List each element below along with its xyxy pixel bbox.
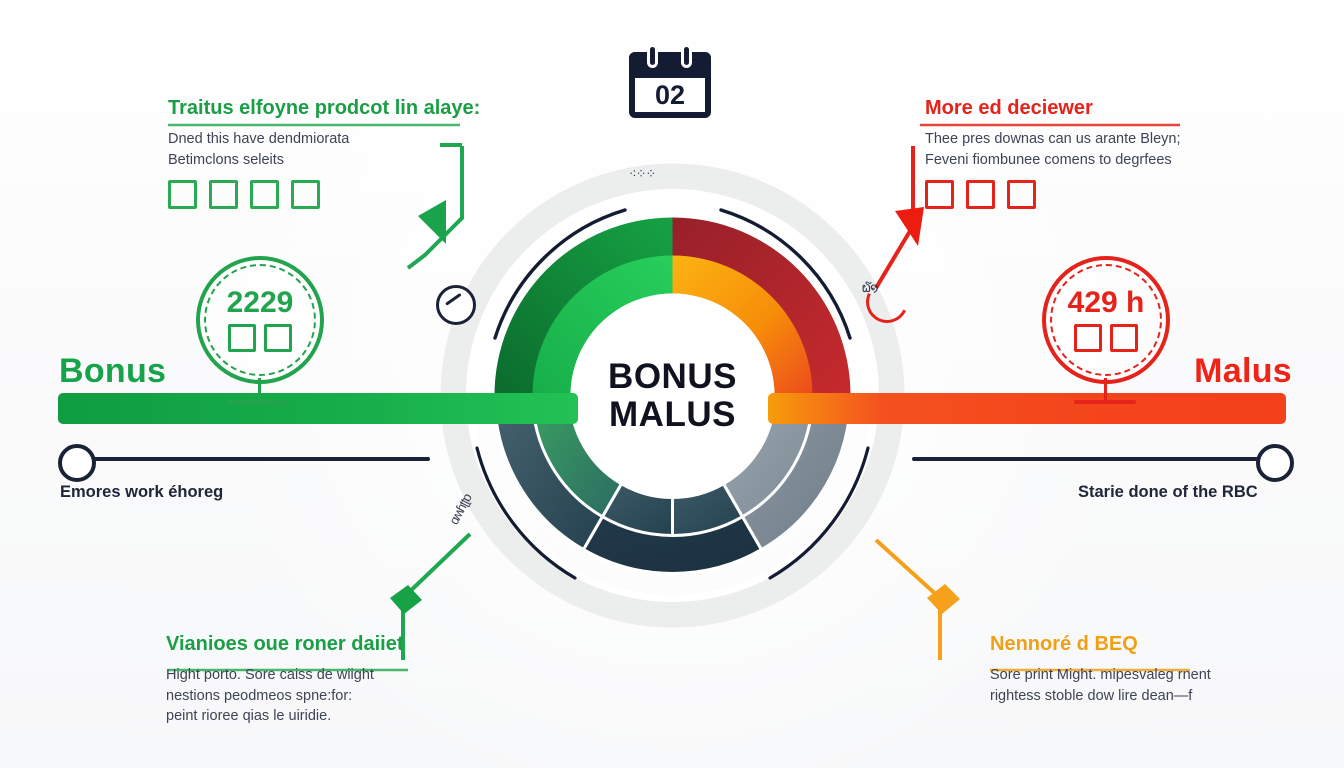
callout-bottom-right-title: Nennoré d BEQ xyxy=(990,633,1138,655)
callout-bottom-left-line-2: nestions peodmeos spne:for: xyxy=(166,687,353,704)
bonus-malus-donut-chart xyxy=(425,148,920,643)
callout-top-left-title: Traitus elfoyne prodcot lin alaye: xyxy=(168,97,481,119)
axis-line-left xyxy=(78,457,430,461)
callout-bottom-right-body: Sore print Might. mipesvaleg rnent right… xyxy=(990,665,1211,706)
small-glyph-icon-right: ໖໑ xyxy=(862,280,879,295)
callout-top-right-line-1: Thee pres downas can us arante Bleyn; xyxy=(925,131,1181,147)
callout-top-left: Traitus elfoyne prodcot lin alaye: Dned … xyxy=(168,96,481,210)
callout-bottom-right-line-2: rightess stoble dow lire dean—f xyxy=(990,687,1193,704)
badge-ring-dashed-right xyxy=(1050,264,1162,376)
decorative-arc-left xyxy=(493,208,627,340)
badge-stem-right xyxy=(1104,378,1107,404)
segment-bonus-outer xyxy=(494,217,673,396)
donut-hub xyxy=(570,293,775,498)
axis-endpoint-right[interactable] xyxy=(1256,444,1294,482)
marker-bottom-left-diamond xyxy=(390,585,422,614)
badge-foot-right xyxy=(1074,400,1136,404)
callout-top-left-glyphs xyxy=(168,180,480,210)
callout-bottom-left: Vianioes oue roner daiiet Hight porto. S… xyxy=(166,632,403,727)
bonus-stat-value: 2229 xyxy=(226,286,294,319)
calendar-ring-left xyxy=(647,44,658,68)
segment-bonus-inner xyxy=(532,255,673,396)
badge-foot-left xyxy=(228,400,290,404)
bonus-stat-badge: 2229 xyxy=(196,256,324,384)
bonus-stat-glyphs xyxy=(228,324,292,352)
callout-top-right-title: More ed deciewer xyxy=(925,97,1093,119)
gauge-inner-band xyxy=(532,255,813,396)
callout-top-right-line-2: Feveni fiombunee comens to degrfees xyxy=(925,151,1172,168)
callout-top-right: More ed deciewer Thee pres downas can us… xyxy=(925,96,1181,210)
callout-bottom-left-line-3: peint rioree qias le uiridie. xyxy=(166,708,332,725)
speedometer-dial-icon xyxy=(436,285,476,325)
callout-bottom-left-body: Hight porto. Sore caiss de wiight nestio… xyxy=(166,665,403,727)
axis-endpoint-left[interactable] xyxy=(58,444,96,482)
calendar-day-number: 02 xyxy=(654,80,686,110)
callout-bottom-left-line-1: Hight porto. Sore caiss de wiight xyxy=(166,667,374,683)
calendar-icon: 02 xyxy=(629,44,711,118)
gauge-outer-band xyxy=(494,217,851,396)
axis-label-left: Emores work éhoreg xyxy=(60,483,224,501)
callout-bottom-right: Nennoré d BEQ Sore print Might. mipesval… xyxy=(990,632,1211,706)
malus-title: Malus xyxy=(1194,352,1292,390)
badge-ring-dashed-left xyxy=(204,264,316,376)
segment-malus-inner xyxy=(672,255,813,396)
calendar-header xyxy=(629,52,711,78)
malus-stat-glyphs xyxy=(1074,324,1138,352)
axis-line-right xyxy=(912,457,1264,461)
callout-top-right-body: Thee pres downas can us arante Bleyn; Fe… xyxy=(925,129,1181,170)
callout-top-left-line-2: Betimclons seleits xyxy=(168,151,285,168)
callout-top-left-line-1: Dned this have dendmiorata xyxy=(168,131,350,147)
callout-top-right-glyphs xyxy=(925,180,1181,210)
category-inner-band xyxy=(530,394,815,538)
callout-top-left-body: Dned this have dendmiorata Betimclons se… xyxy=(168,129,480,170)
segment-malus-outer xyxy=(672,217,851,396)
bonus-bar xyxy=(58,393,578,424)
decorative-arc-lower-left xyxy=(475,446,577,580)
malus-stat-badge: 429 h xyxy=(1042,256,1170,384)
malus-stat-value: 429 h xyxy=(1067,286,1145,319)
sparkle-glyph-icon: ⁖⁘⁘ xyxy=(629,166,656,181)
decorative-arc-right xyxy=(719,208,852,340)
calendar-ring-right xyxy=(681,44,692,68)
decorative-arc-lower-right xyxy=(768,446,870,580)
callout-bottom-left-title: Vianioes oue roner daiiet xyxy=(166,633,404,655)
axis-label-right: Starie done of the RBC xyxy=(1078,483,1258,501)
malus-bar xyxy=(768,393,1286,424)
bonus-title: Bonus xyxy=(59,352,167,390)
badge-stem-left xyxy=(258,378,261,404)
callout-bottom-right-line-1: Sore print Might. mipesvaleg rnent xyxy=(990,667,1211,683)
marker-bottom-right-diamond xyxy=(927,584,960,614)
